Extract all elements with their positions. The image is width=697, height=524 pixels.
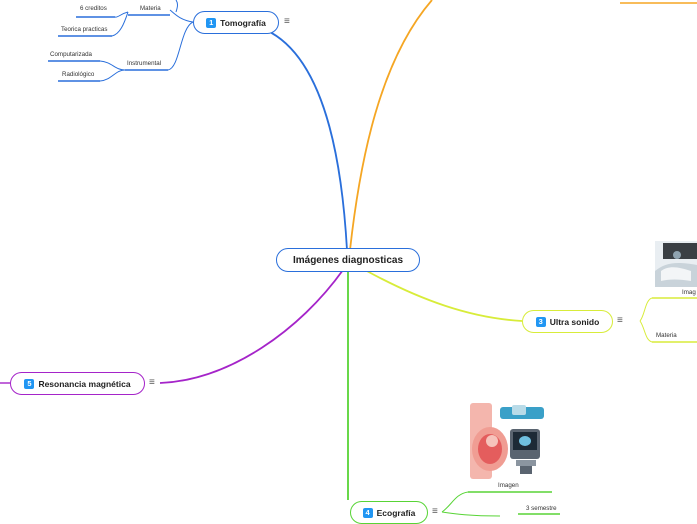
topic-tomografia[interactable]: 1 Tomografía xyxy=(193,11,279,34)
topic-number-badge: 1 xyxy=(206,17,217,28)
menu-icon[interactable]: ≡ xyxy=(284,16,290,27)
leaf-imag-ultrasonido[interactable]: Imag xyxy=(682,289,696,296)
leaf-computarizada[interactable]: Computarizada xyxy=(50,51,92,58)
leaf-6-creditos[interactable]: 6 creditos xyxy=(80,5,107,12)
connector-central-ultrasonido xyxy=(364,269,523,322)
topic-ecografia-label: Ecografía xyxy=(376,507,416,518)
connector-materia-creditos xyxy=(114,11,129,18)
menu-icon[interactable]: ≡ xyxy=(149,377,155,388)
leaf-materia-ultrasonido[interactable]: Materia xyxy=(656,332,677,339)
connector-ecografia-imagen xyxy=(441,491,469,513)
connector-tomografia-instrumental xyxy=(167,21,194,71)
connector-tomografia-materia xyxy=(169,9,194,23)
topic-resonancia-label: Resonancia magnética xyxy=(38,378,131,389)
connector-ultrasonido-materia xyxy=(639,320,653,343)
topic-number-badge: 4 xyxy=(362,507,373,518)
topic-number-badge: 5 xyxy=(24,378,35,389)
connector-central-orange xyxy=(349,0,433,251)
topic-resonancia-magnetica[interactable]: 5 Resonancia magnética xyxy=(10,372,145,395)
leaf-imagen-ecografia[interactable]: Imagen xyxy=(498,482,519,489)
leaf-instrumental[interactable]: Instrumental xyxy=(127,60,162,67)
connector-ecografia-semestre xyxy=(441,511,501,517)
leaf-teorica-practicas[interactable]: Teorica practicas xyxy=(61,26,108,33)
topic-ultra-sonido[interactable]: 3 Ultra sonido xyxy=(522,310,613,333)
connector-instrumental-computarizada xyxy=(99,60,126,71)
leaf-3-semestre[interactable]: 3 semestre xyxy=(526,505,557,512)
connector-central-resonancia xyxy=(159,269,344,384)
connector-materia-teorica xyxy=(111,11,129,37)
connector-instrumental-radiologico xyxy=(99,69,126,82)
leaf-materia-tomografia[interactable]: Materia xyxy=(140,5,161,12)
ecografia-illustration xyxy=(470,403,548,479)
menu-icon[interactable]: ≡ xyxy=(617,315,623,326)
connector-ultrasonido-imagen xyxy=(639,297,653,322)
connector-central-tomografia xyxy=(265,29,348,251)
ultrasound-scan-image xyxy=(655,241,697,287)
leaf-radiologico[interactable]: Radiológico xyxy=(62,71,95,78)
connector-tomografia-top xyxy=(175,0,178,13)
topic-ultra-sonido-label: Ultra sonido xyxy=(549,316,600,327)
topic-ecografia[interactable]: 4 Ecografía xyxy=(350,501,428,524)
topic-number-badge: 3 xyxy=(535,316,546,327)
menu-icon[interactable]: ≡ xyxy=(432,506,438,517)
central-topic[interactable]: Imágenes diagnosticas xyxy=(276,248,420,272)
central-topic-label: Imágenes diagnosticas xyxy=(292,254,404,266)
topic-tomografia-label: Tomografía xyxy=(220,17,266,28)
